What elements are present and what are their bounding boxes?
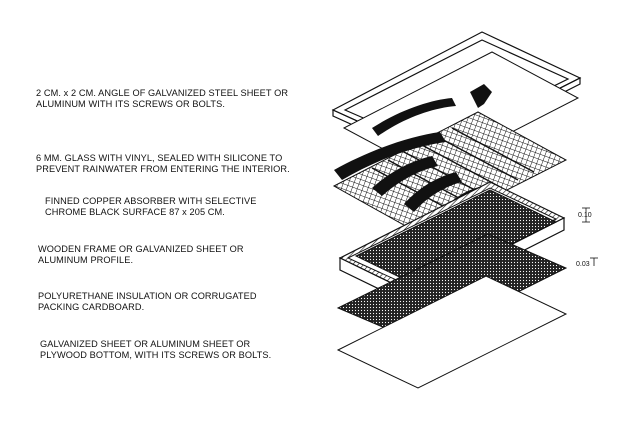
- label-absorber-line2: CHROME BLACK SURFACE 87 x 205 CM.: [45, 207, 225, 217]
- label-wooden-frame: WOODEN FRAME OR GALVANIZED SHEET OR ALUM…: [38, 244, 244, 266]
- label-angle-frame: 2 CM. x 2 CM. ANGLE OF GALVANIZED STEEL …: [36, 88, 288, 110]
- bottom-sheet-layer: [336, 275, 568, 389]
- label-glass-line1: 6 MM. GLASS WITH VINYL, SEALED WITH SILI…: [36, 153, 283, 163]
- label-insulation: POLYURETHANE INSULATION OR CORRUGATED PA…: [38, 291, 257, 313]
- label-glass-line2: PREVENT RAINWATER FROM ENTERING THE INTE…: [36, 164, 290, 174]
- label-angle-frame-line2: ALUMINUM WITH ITS SCREWS OR BOLTS.: [36, 99, 226, 109]
- label-absorber-line1: FINNED COPPER ABSORBER WITH SELECTIVE: [45, 196, 257, 206]
- dimension-frame-depth: 0.10: [578, 207, 592, 223]
- absorber-layer: [332, 111, 568, 235]
- dimension-insulation-depth-label: 0.03: [576, 261, 590, 268]
- label-bottom-sheet-line1: GALVANIZED SHEET OR ALUMINUM SHEET OR: [40, 339, 251, 349]
- dimension-frame-depth-label: 0.10: [578, 212, 592, 219]
- label-wooden-frame-line2: ALUMINUM PROFILE.: [38, 255, 134, 265]
- label-glass: 6 MM. GLASS WITH VINYL, SEALED WITH SILI…: [36, 153, 290, 175]
- label-absorber: FINNED COPPER ABSORBER WITH SELECTIVE CH…: [45, 196, 256, 218]
- dimension-insulation-depth: 0.03: [576, 257, 598, 268]
- label-bottom-sheet-line2: PLYWOOD BOTTOM, WITH ITS SCREWS OR BOLTS…: [40, 350, 272, 360]
- label-angle-frame-line1: 2 CM. x 2 CM. ANGLE OF GALVANIZED STEEL …: [36, 88, 289, 98]
- label-insulation-line1: POLYURETHANE INSULATION OR CORRUGATED: [38, 291, 257, 301]
- label-wooden-frame-line1: WOODEN FRAME OR GALVANIZED SHEET OR: [38, 244, 244, 254]
- label-insulation-line2: PACKING CARDBOARD.: [38, 302, 145, 312]
- label-bottom-sheet: GALVANIZED SHEET OR ALUMINUM SHEET OR PL…: [40, 339, 271, 361]
